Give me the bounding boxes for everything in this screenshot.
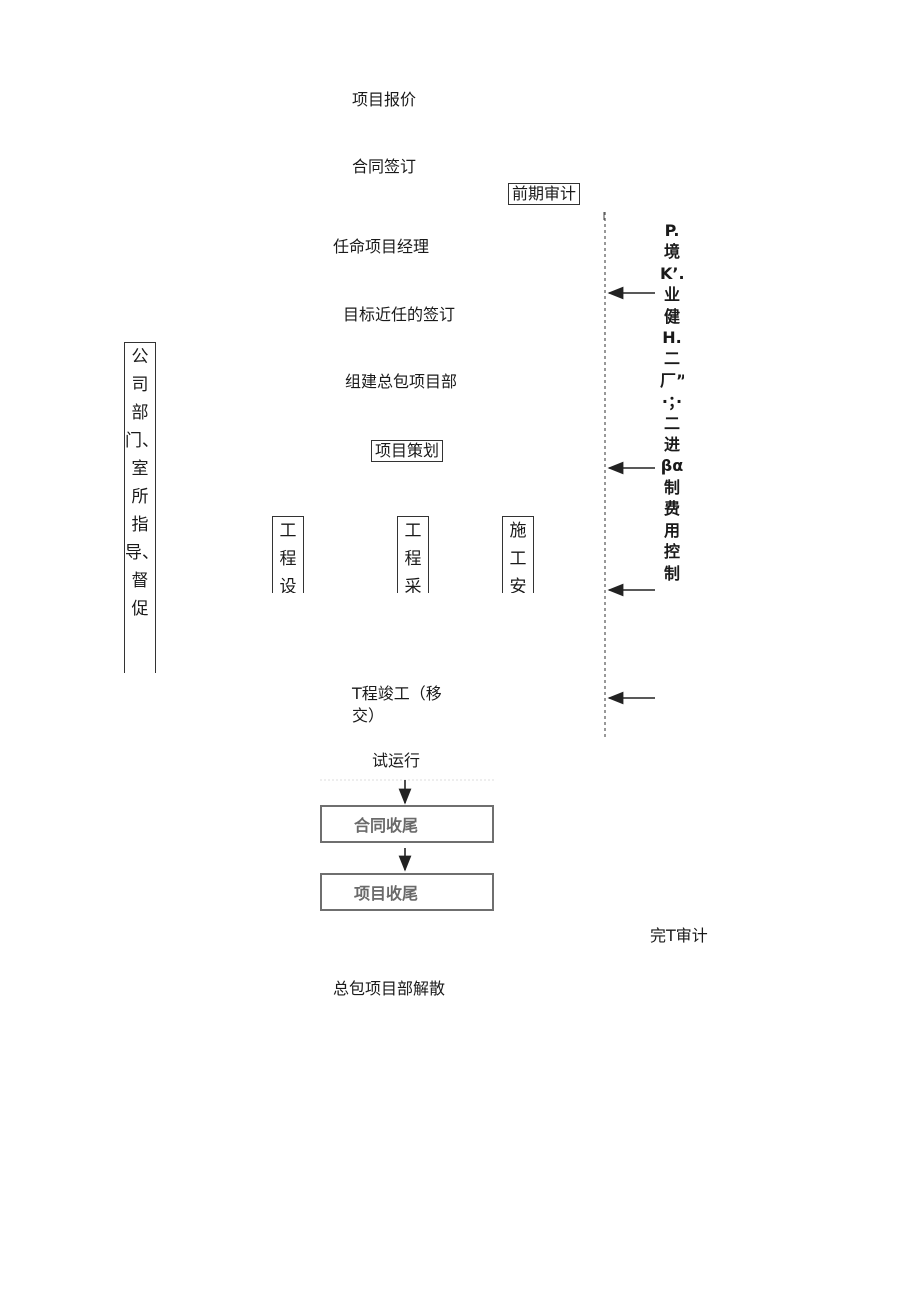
node-design: 工程设 [272, 516, 304, 593]
node-completion-line1: T程竣工（移 [352, 684, 442, 703]
left-panel-company-guidance: 公司部门、室所指导、督促 [124, 342, 156, 673]
node-pre-audit: 前期审计 [508, 183, 581, 205]
node-project-close: 项目收尾 [320, 873, 494, 911]
right-panel-control: P.境K’.业健H.二厂”.；·；·二进βα制费用控制 [660, 221, 684, 583]
node-planning: 项目策划 [371, 440, 444, 462]
node-completion-line2: 交） [352, 706, 385, 725]
node-appoint-pm: 任命项目经理 [333, 237, 430, 256]
node-build-dept: 组建总包项目部 [345, 372, 458, 391]
node-contract-close: 合同收尾 [320, 805, 494, 843]
node-quote: 项目报价 [352, 90, 417, 109]
node-final-audit: 完T审计 [650, 926, 708, 945]
node-construction: 施工安 [502, 516, 534, 593]
node-trial-run: 试运行 [372, 751, 421, 770]
node-contract-sign: 合同签订 [352, 157, 417, 176]
node-procurement: 工程采 [397, 516, 429, 593]
node-disband: 总包项目部解散 [333, 979, 446, 998]
node-target-sign: 目标近任的签订 [343, 305, 456, 324]
